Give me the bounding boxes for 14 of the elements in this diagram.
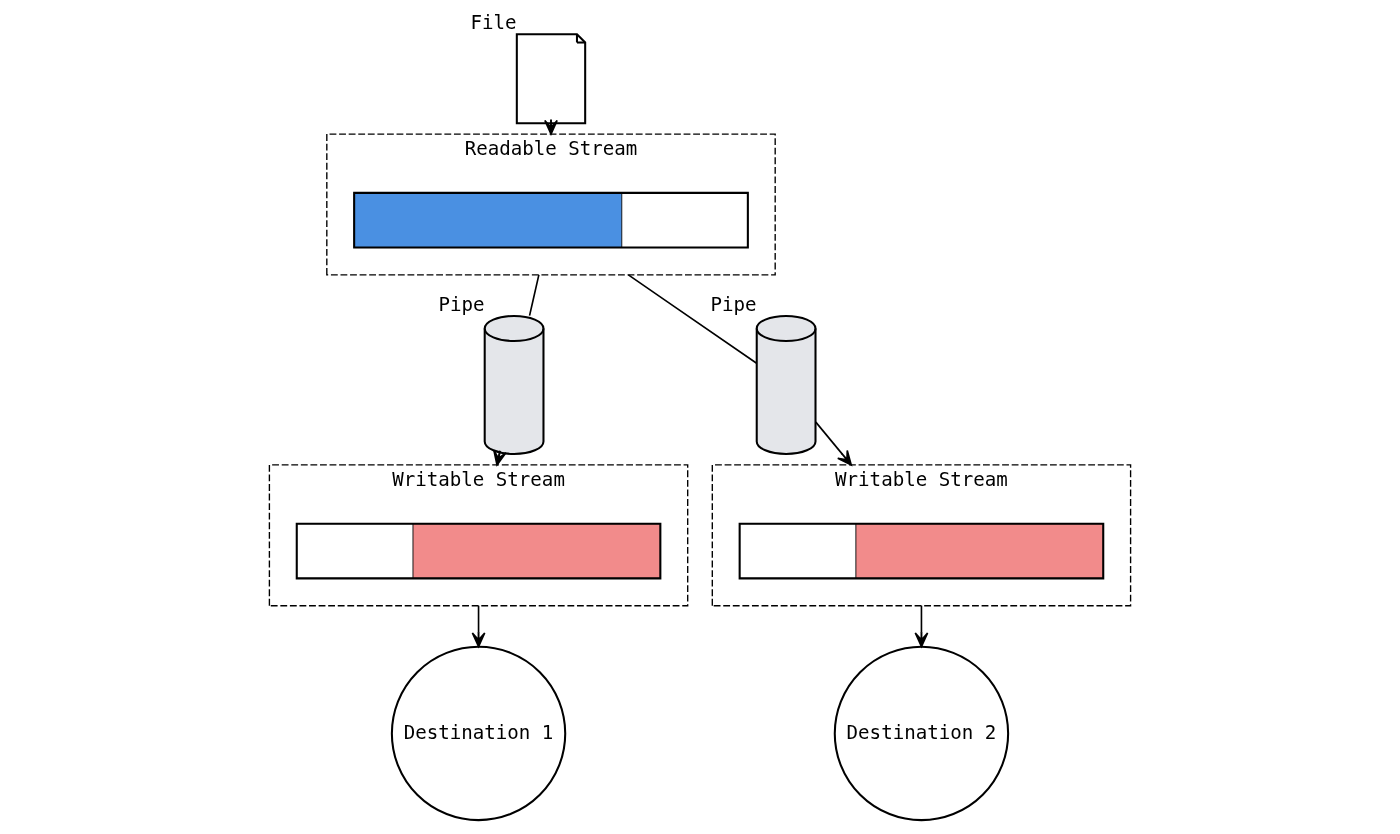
arrow — [471, 604, 486, 648]
node-circle: Destination 1 — [390, 645, 567, 822]
node-circle: Destination 2 — [833, 645, 1010, 822]
arrow — [914, 604, 929, 648]
node-label: File — [470, 11, 517, 35]
arrow — [815, 421, 853, 466]
node-label: Pipe — [438, 292, 485, 316]
cluster: Readable Stream — [326, 133, 776, 276]
node-label: Pipe — [710, 292, 757, 316]
connector — [627, 274, 758, 365]
cluster: Writable Stream — [711, 464, 1132, 607]
cluster: Writable Stream — [268, 464, 689, 607]
arrow — [493, 449, 507, 466]
connector — [528, 274, 540, 317]
